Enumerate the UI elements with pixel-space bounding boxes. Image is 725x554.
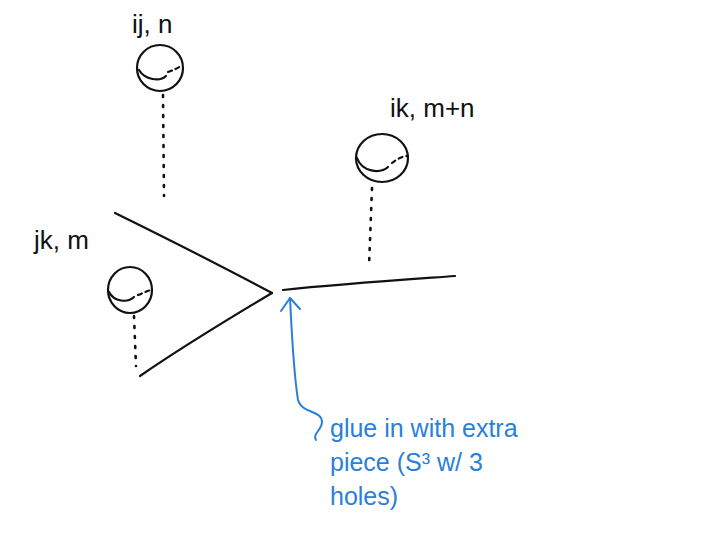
right-edge bbox=[283, 276, 455, 290]
sphere bbox=[356, 134, 408, 266]
sphere-label: jk, m bbox=[34, 226, 89, 256]
sphere bbox=[137, 45, 183, 196]
sphere-label: ik, m+n bbox=[390, 94, 475, 124]
sphere bbox=[108, 267, 152, 366]
lower-left-edge bbox=[140, 293, 272, 376]
annotation-note: glue in with extra piece (S³ w/ 3 holes) bbox=[330, 412, 520, 513]
annotation-arrow bbox=[281, 298, 322, 440]
sphere-label: ij, n bbox=[132, 10, 172, 40]
upper-left-edge bbox=[115, 213, 272, 293]
